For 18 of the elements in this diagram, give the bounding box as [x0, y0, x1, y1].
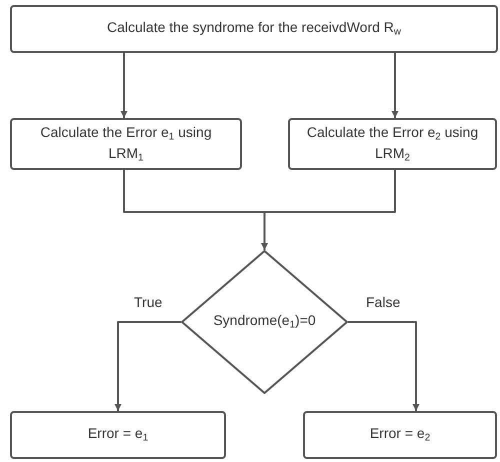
arrow — [120, 53, 128, 118]
arrow — [392, 53, 398, 118]
node-text: Syndrome(e$_{1}$)=0 — [212, 311, 317, 333]
process-box — [10, 5, 498, 53]
arrow — [114, 321, 181, 411]
node-text: Error = e$_{2}$ — [368, 424, 432, 446]
process-box — [303, 411, 497, 459]
edge-label: True — [132, 294, 164, 310]
process-box — [288, 118, 497, 170]
node-text: Calculate the syndrome for the receivdWord R$_{w}$ — [106, 18, 402, 40]
arrow — [348, 321, 420, 411]
node-text: Calculate the Error e$_{2}$ using LRM$_{2}$ — [306, 122, 480, 166]
process-box — [10, 118, 242, 170]
process-box — [10, 411, 226, 459]
arrow — [261, 170, 396, 250]
node-text: Error = e$_{1}$ — [86, 424, 150, 446]
node-text: Calculate the Error e$_{1}$ using LRM$_{1}$ — [39, 122, 213, 166]
edge-label: False — [364, 294, 402, 310]
